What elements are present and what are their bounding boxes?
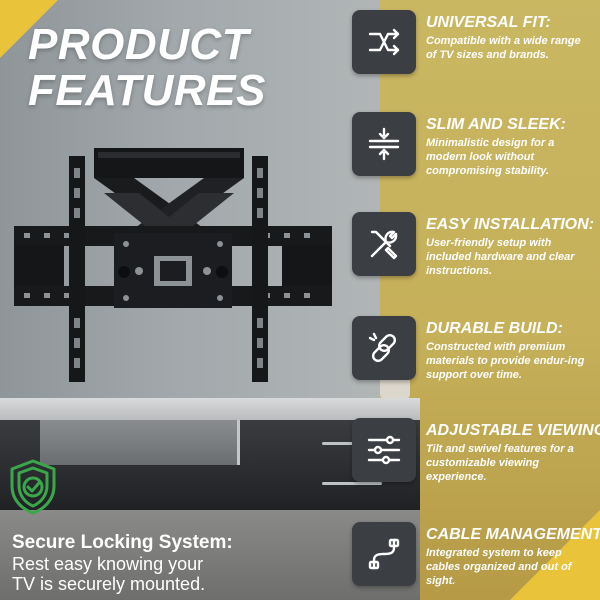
feature-description: Compatible with a wide range of TV sizes… (426, 35, 581, 61)
feature-description: Minimalistic design for a modern look wi… (426, 137, 555, 177)
feature-description: User-friendly setup with included hardwa… (426, 237, 575, 277)
compress-arrows-icon (368, 127, 400, 161)
secure-locking-line-2: TV is securely mounted. (12, 574, 206, 594)
feature-easy-installation: EASY INSTALLATION: User-friendly setup w… (348, 212, 600, 292)
feature-durable-build: DURABLE BUILD: Constructed with premium … (348, 316, 600, 396)
sliders-icon (367, 435, 401, 465)
feature-icon-box (352, 418, 416, 482)
cable-icon (368, 538, 400, 570)
tools-icon (370, 230, 398, 260)
feature-title: ADJUSTABLE VIEWING: (426, 422, 600, 439)
floor (0, 510, 420, 600)
secure-locking-title: Secure Locking System: (12, 532, 233, 553)
cabinet-handle (322, 482, 382, 485)
corner-accent-top-left (0, 0, 58, 58)
feature-description: Constructed with premium materials to pr… (426, 341, 585, 381)
secure-locking-line-1: Rest easy knowing your (12, 554, 204, 574)
tv-cabinet-top (0, 398, 420, 420)
feature-icon-box (352, 112, 416, 176)
feature-title: DURABLE BUILD: (426, 320, 563, 337)
page-title-line-2: FEATURES (28, 66, 266, 115)
feature-icon-box (352, 10, 416, 74)
feature-title: UNIVERSAL FIT: (426, 14, 551, 31)
page-title-line-1: PRODUCT (28, 20, 250, 69)
feature-description: Integrated system to keep cables organiz… (426, 547, 572, 587)
feature-title: CABLE MANAGEMENT: (426, 526, 600, 543)
secure-locking-description: Rest easy knowing your TV is securely mo… (12, 554, 342, 594)
feature-universal-fit: UNIVERSAL FIT: Compatible with a wide ra… (348, 10, 600, 90)
chain-link-icon (368, 332, 397, 363)
features-list: UNIVERSAL FIT: Compatible with a wide ra… (348, 0, 600, 600)
arrows-swap-icon (368, 28, 400, 56)
corner-accent-bottom-right (510, 510, 600, 600)
feature-slim-and-sleek: SLIM AND SLEEK: Minimalistic design for … (348, 112, 600, 192)
feature-description: Tilt and swivel features for a customiza… (426, 443, 574, 483)
feature-title: EASY INSTALLATION: (426, 216, 594, 233)
feature-icon-box (352, 316, 416, 380)
feature-title: SLIM AND SLEEK: (426, 116, 566, 133)
shield-check-icon (10, 459, 56, 515)
tv-wall-mount-image (14, 148, 332, 382)
cabinet-shelf (40, 420, 240, 465)
feature-icon-box (352, 522, 416, 586)
feature-icon-box (352, 212, 416, 276)
page-title: PRODUCT FEATURES (28, 22, 338, 114)
feature-cable-management: CABLE MANAGEMENT: Integrated system to k… (348, 522, 600, 600)
feature-adjustable-viewing: ADJUSTABLE VIEWING: Tilt and swivel feat… (348, 418, 600, 498)
